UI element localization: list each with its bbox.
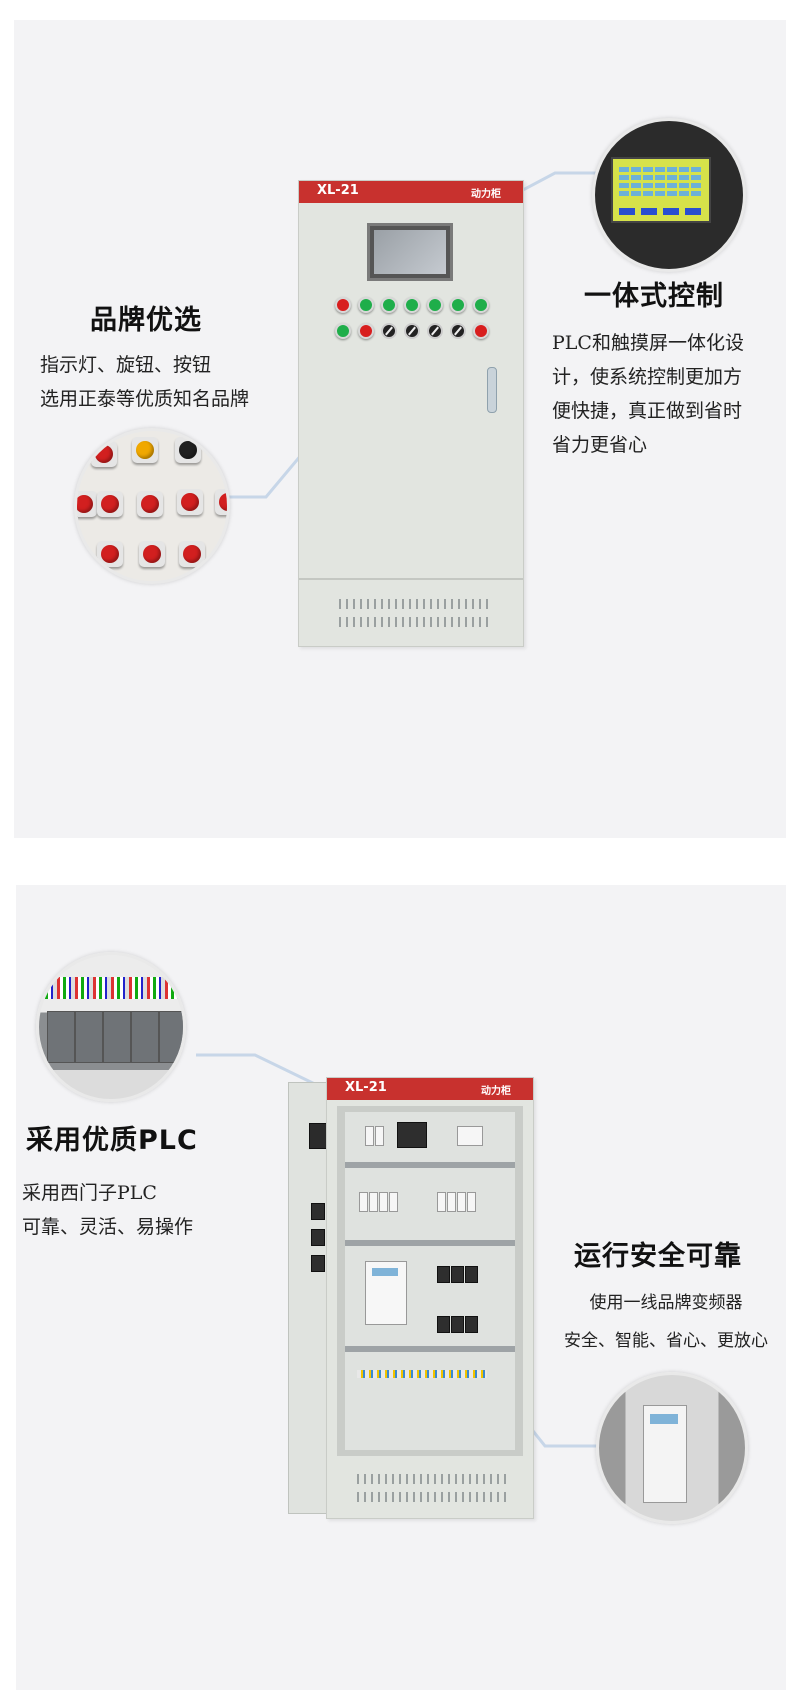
power-cabinet-closed: XL-21 动力柜 [298,180,524,647]
vent-slots [357,1474,507,1484]
buttons-closeup-image [74,428,230,584]
cabinet-header: XL-21 动力柜 [327,1078,533,1100]
feature-desc-plc: 采用西门子PLC 可靠、灵活、易操作 [22,1176,193,1244]
cabinet-header: XL-21 动力柜 [299,181,523,203]
selector-knob [381,323,397,339]
selector-knob [427,323,443,339]
feature-title-brand: 品牌优选 [90,305,202,336]
feature-desc-line: 采用西门子PLC [22,1182,157,1204]
touchscreen-closeup-image [592,118,746,272]
feature-desc-line: 省力更省心 [552,434,648,456]
feature-desc-brand: 指示灯、旋钮、按钮 选用正泰等优质知名品牌 [40,348,249,416]
feature-desc-line: 计，使系统控制更加方 [552,366,743,388]
inverter-closeup-image [596,1372,748,1524]
door-handle [487,367,497,413]
indicator-lamp-green [427,297,443,313]
feature-desc-control: PLC和触摸屏一体化设 计，使系统控制更加方 便快捷，真正做到省时 省力更省心 [552,326,744,462]
power-cabinet-open: XL-21 动力柜 [326,1077,534,1519]
indicator-lamp-green [473,297,489,313]
indicator-lamp-green [335,323,351,339]
touch-screen [367,223,453,281]
vent-slots [339,617,489,627]
cabinet-type-label: 动力柜 [471,189,501,200]
feature-desc-safety: 使用一线品牌变频器 安全、智能、省心、更放心 [556,1284,776,1360]
feature-title-safety: 运行安全可靠 [574,1241,742,1272]
cabinet-interior [337,1106,523,1456]
vent-slots [339,599,489,609]
vent-slots [357,1492,507,1502]
indicator-lamp-green [450,297,466,313]
cabinet-seam [299,578,523,580]
feature-desc-line: 选用正泰等优质知名品牌 [40,388,250,410]
plc-module [397,1122,427,1148]
feature-title-plc: 采用优质PLC [26,1125,198,1156]
cabinet-model: XL-21 [317,183,359,198]
terminal-strip [357,1370,487,1378]
plc-closeup-image [36,952,186,1102]
indicator-lamp-red [358,323,374,339]
emergency-stop-button [473,323,489,339]
selector-knob [450,323,466,339]
feature-desc-line: 使用一线品牌变频器 [589,1293,743,1313]
selector-knob [404,323,420,339]
feature-desc-line: 可靠、灵活、易操作 [22,1216,194,1238]
feature-desc-line: 便快捷，真正做到省时 [552,400,743,422]
frequency-inverter [365,1261,407,1325]
indicator-lamp-green [404,297,420,313]
indicator-lamp-green [381,297,397,313]
feature-desc-line: 安全、智能、省心、更放心 [564,1331,768,1351]
indicator-lamp-red [335,297,351,313]
feature-desc-line: 指示灯、旋钮、按钮 [40,354,212,376]
cabinet-model: XL-21 [345,1080,387,1095]
indicator-lamp-green [358,297,374,313]
cabinet-type-label: 动力柜 [481,1086,511,1097]
feature-desc-line: PLC和触摸屏一体化设 [552,332,744,354]
feature-title-control: 一体式控制 [584,281,724,312]
